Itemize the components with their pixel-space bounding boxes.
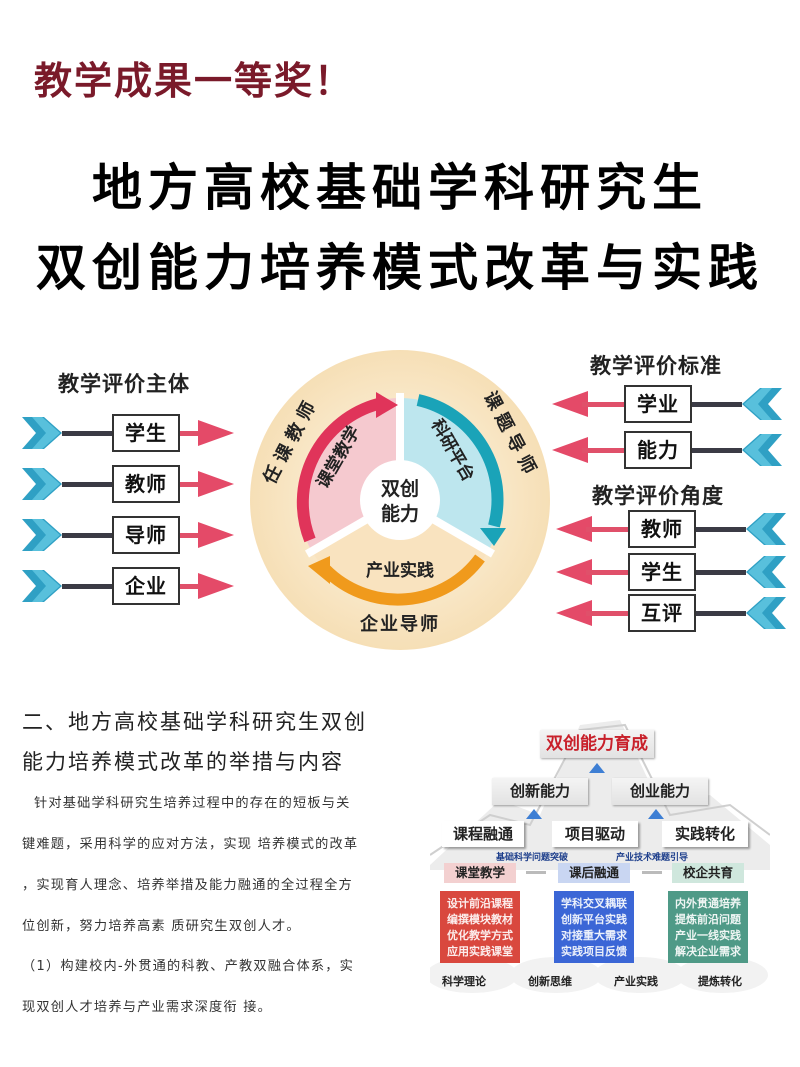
path-practice-transform: 实践转化 [662,821,748,847]
subject-label: 导师 [112,516,180,554]
wheel-inner-industry: 产业实践 [366,560,434,581]
arrow-head-icon [198,573,234,599]
path-course-integration: 课程融通 [442,821,524,847]
subject-label: 教师 [112,465,180,503]
arrow-item-ability: 能力 [552,431,782,469]
subject-label: 学生 [112,414,180,452]
foundation-refine-transform: 提炼转化 [698,975,742,988]
main-title-line-1: 地方高校基础学科研究生 [92,158,708,217]
arrow-right-icon [642,871,662,874]
stage-classroom: 课堂教学 [444,863,516,883]
stage-content-school-enterprise: 内外贯通培养提炼前沿问题产业一线实践解决企业需求 [668,891,748,963]
goal-box: 双创能力育成 [540,730,654,758]
capability-pyramid-diagram: 双创能力育成 创新能力 创业能力 课程融通 项目驱动 实践转化 基础科学问题突破… [430,705,770,995]
wheel-center-line-1: 双创 [381,477,419,500]
stage-content-after-class: 学科交叉耦联创新平台实践对接重大需求实践项目反馈 [554,891,634,963]
capability-entrepreneurship: 创业能力 [612,778,708,805]
arrow-fletching-icon [22,417,62,449]
sub-label-science: 基础科学问题突破 [496,853,569,863]
arrow-fletching-icon [746,597,786,629]
up-arrow-icon [648,809,664,819]
capability-innovation: 创新能力 [492,778,588,805]
award-banner: 教学成果一等奖！ [34,59,355,103]
arrow-fletching-icon [742,434,782,466]
arrow-item-enterprise: 企业 [22,567,252,605]
stage-school-enterprise: 校企共育 [672,863,744,883]
perspective-label: 学生 [628,553,696,591]
arrow-fletching-icon [22,570,62,602]
stage-content-classroom: 设计前沿课程编撰模块教材优化教学方式应用实践课堂 [440,891,520,963]
subject-label: 企业 [112,567,180,605]
standard-label: 学业 [624,385,692,423]
paragraph-line: 针对基础学科研究生培养过程中的存在的短板与关 [34,796,351,811]
arrow-fletching-icon [22,519,62,551]
section-title-line-1: 二、地方高校基础学科研究生双创 [22,710,367,734]
right-group-title-standard: 教学评价标准 [590,354,722,378]
perspective-label: 教师 [628,510,696,548]
arrow-item-mentor: 导师 [22,516,252,554]
foundation-industry-practice: 产业实践 [614,975,658,988]
arrow-item-teacher: 教师 [22,465,252,503]
paragraph-line: （1）构建校内-外贯通的科教、产教双融合体系，实 [22,959,355,974]
arrow-item-peer-view: 互评 [556,594,786,632]
arrow-item-academic: 学业 [552,385,782,423]
arrow-head-icon [198,522,234,548]
paragraph-line: 键难题，采用科学的应对方法，实现 培养模式的改革 [22,837,359,852]
arrow-item-teacher-view: 教师 [556,510,786,548]
right-group-title-perspective: 教学评价角度 [592,484,724,508]
arrow-head-icon [198,471,234,497]
arrow-item-student: 学生 [22,414,252,452]
arrow-right-icon [526,871,546,874]
paragraph-line: 位创新，努力培养高素 质研究生双创人才。 [22,919,301,934]
main-title-line-2: 双创能力培养模式改革与实践 [36,238,764,297]
wheel-outer-enterprise-mentor: 企业导师 [359,613,440,635]
arrow-fletching-icon [742,388,782,420]
up-arrow-icon [589,763,605,773]
perspective-label: 互评 [628,594,696,632]
arrow-fletching-icon [746,513,786,545]
section-title-line-2: 能力培养模式改革的举措与内容 [22,750,344,774]
paragraph-line: ，实现育人理念、培养举措及能力融通的全过程全方 [22,878,353,893]
standard-label: 能力 [624,431,692,469]
up-arrow-icon [526,809,542,819]
arrow-fletching-icon [746,556,786,588]
dual-innovation-wheel: 双创 能力 课堂教学 科研平台 产业实践 任课教师 课题导师 企业导师 [250,350,550,650]
foundation-innovative-thinking: 创新思维 [528,975,572,988]
arrow-fletching-icon [22,468,62,500]
sub-label-industry: 产业技术难题引导 [616,853,689,863]
left-group-title: 教学评价主体 [58,372,190,396]
arrow-head-icon [198,420,234,446]
foundation-science-theory: 科学理论 [442,975,486,988]
stage-after-class: 课后融通 [558,863,630,883]
arrow-item-student-view: 学生 [556,553,786,591]
path-project-driven: 项目驱动 [552,821,638,847]
paragraph-line: 现双创人才培养与产业需求深度衔 接。 [22,1000,272,1015]
wheel-center-line-2: 能力 [381,502,419,525]
